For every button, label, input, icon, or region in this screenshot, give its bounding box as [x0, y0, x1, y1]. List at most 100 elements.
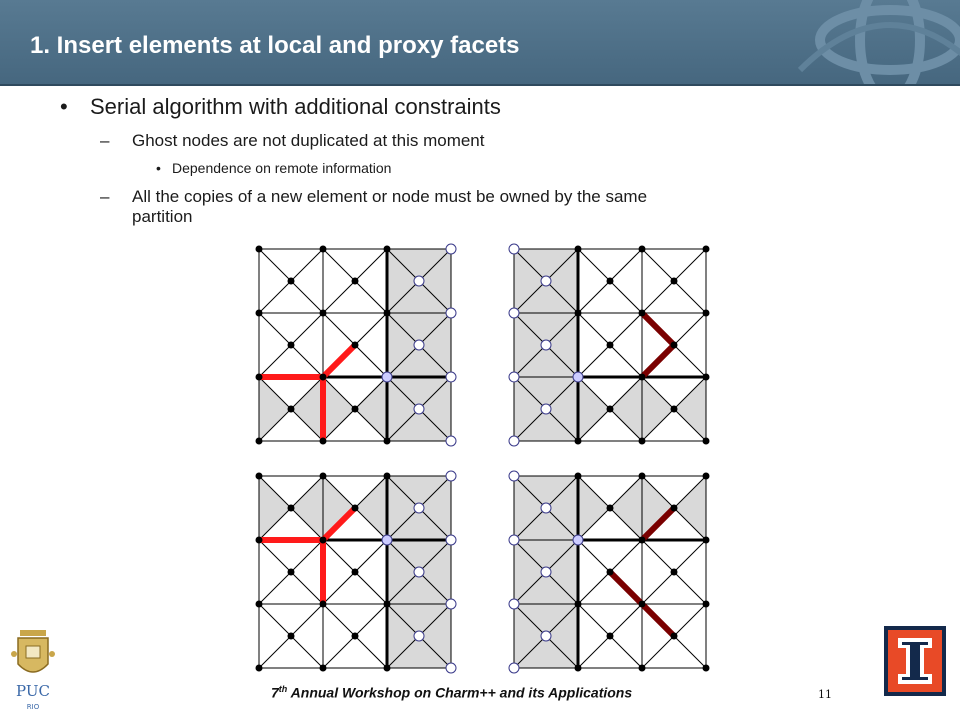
shaded-element	[578, 377, 610, 441]
shaded-element	[419, 377, 451, 441]
shaded-element	[514, 377, 578, 409]
shaded-element	[387, 345, 451, 377]
new-edge-highlight	[639, 505, 677, 543]
local-node	[702, 245, 710, 253]
new-edge-highlight	[639, 342, 677, 380]
local-node	[351, 504, 359, 512]
proxy-node	[540, 275, 552, 287]
bullet-marker: •	[60, 94, 68, 119]
proxy-node	[508, 371, 520, 383]
local-node	[255, 536, 263, 544]
rio-logo-text: RIO	[27, 703, 40, 711]
local-node	[255, 245, 263, 253]
local-node	[574, 664, 582, 672]
proxy-node	[508, 534, 520, 546]
shaded-element	[578, 476, 610, 540]
puc-rio-logo: PUC RIO	[11, 630, 55, 711]
shaded-element	[514, 377, 546, 441]
local-node	[606, 632, 614, 640]
local-node	[702, 373, 710, 381]
local-node	[319, 309, 327, 317]
proxy-node	[445, 435, 457, 447]
shaded-element	[419, 313, 451, 377]
shaded-element	[514, 313, 578, 345]
shaded-element	[642, 476, 674, 540]
local-node	[702, 536, 710, 544]
footer-superscript: th	[278, 684, 288, 694]
shaded-element	[419, 249, 451, 313]
local-node	[702, 600, 710, 608]
shaded-element	[259, 377, 291, 441]
local-node	[670, 405, 678, 413]
shaded-element	[387, 249, 419, 313]
ghost-node	[572, 534, 584, 546]
local-node	[670, 632, 678, 640]
local-node	[670, 341, 678, 349]
local-node	[319, 536, 327, 544]
local-node	[702, 309, 710, 317]
shaded-element	[674, 476, 706, 540]
shaded-element	[387, 377, 419, 441]
shaded-element	[323, 377, 355, 441]
local-node	[638, 245, 646, 253]
decorative-swirl-icon	[797, 0, 960, 84]
local-node	[670, 504, 678, 512]
shaded-element	[514, 249, 578, 281]
proxy-node	[413, 275, 425, 287]
local-node	[606, 504, 614, 512]
shaded-element	[387, 636, 451, 668]
local-node	[638, 472, 646, 480]
local-node	[287, 568, 295, 576]
local-node	[574, 600, 582, 608]
bullet-main: • Serial algorithm with additional const…	[60, 94, 501, 120]
bullet-sub-1-detail: • Dependence on remote information	[156, 160, 391, 176]
shaded-element	[387, 604, 419, 668]
ghost-node	[381, 371, 393, 383]
mesh-top-right	[508, 243, 710, 447]
local-node	[702, 437, 710, 445]
proxy-node	[413, 630, 425, 642]
shaded-element	[674, 377, 706, 441]
local-node	[383, 245, 391, 253]
local-node	[351, 405, 359, 413]
proxy-node	[445, 243, 457, 255]
local-node	[287, 341, 295, 349]
local-node	[255, 437, 263, 445]
shaded-element	[514, 508, 578, 540]
proxy-node	[508, 662, 520, 674]
bullet-sub-2-line-1: All the copies of a new element or node …	[132, 187, 648, 206]
footer-text: 7th Annual Workshop on Charm++ and its A…	[271, 684, 632, 701]
local-node	[255, 600, 263, 608]
shaded-element	[419, 476, 451, 540]
shaded-element	[387, 604, 451, 636]
shaded-element	[355, 476, 387, 540]
shaded-element	[355, 377, 387, 441]
shaded-element	[291, 377, 323, 441]
shaded-element	[387, 540, 419, 604]
local-node	[287, 277, 295, 285]
local-node	[255, 373, 263, 381]
local-node	[574, 472, 582, 480]
proxy-node	[413, 403, 425, 415]
local-node	[319, 472, 327, 480]
shaded-element	[610, 377, 642, 441]
shaded-element	[514, 604, 578, 636]
shaded-element	[514, 604, 546, 668]
footer-title: Annual Workshop on Charm++ and its Appli…	[287, 684, 633, 701]
shaded-element	[387, 313, 419, 377]
shaded-element	[387, 377, 451, 409]
local-node	[383, 437, 391, 445]
shaded-element	[546, 377, 578, 441]
local-node	[255, 664, 263, 672]
proxy-node	[540, 566, 552, 578]
shaded-element	[546, 540, 578, 604]
local-node	[638, 536, 646, 544]
ghost-node	[572, 371, 584, 383]
bullet-marker: •	[156, 160, 161, 176]
shaded-element	[419, 604, 451, 668]
shaded-element	[514, 313, 546, 377]
dash-marker: –	[100, 131, 110, 150]
local-node	[255, 472, 263, 480]
proxy-node	[540, 403, 552, 415]
